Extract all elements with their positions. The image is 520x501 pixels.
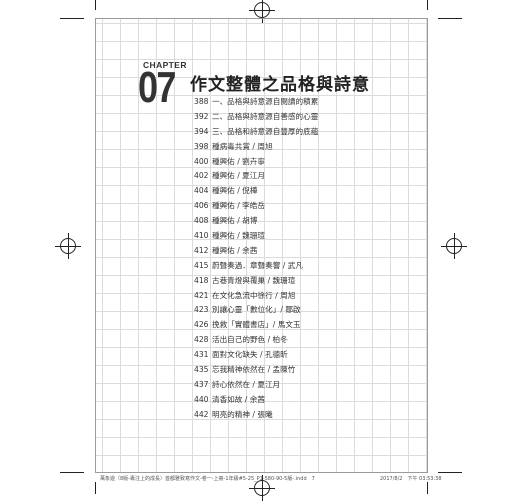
toc-page: 431 — [194, 350, 209, 360]
crop-mark — [95, 482, 96, 494]
crop-mark — [427, 0, 428, 10]
toc-title: 種興佑 / 余茜 — [212, 245, 258, 255]
toc-title: 在文化急流中徐行 / 周旭 — [212, 290, 296, 300]
crop-mark — [438, 472, 462, 473]
registration-mark — [249, 0, 275, 23]
toc-page: 392 — [194, 111, 209, 121]
toc-page: 423 — [194, 305, 209, 315]
toc-page: 415 — [194, 260, 209, 270]
print-slug-left: 萬象遊（8版-專注上的成長）首都雅致寫作文-卷一-上冊-1年級#5-25_P1-… — [100, 476, 315, 482]
toc-page: 440 — [194, 394, 209, 404]
registration-mark — [249, 475, 275, 501]
toc-page: 398 — [194, 141, 209, 151]
chapter-number: 07 — [138, 63, 176, 112]
crop-mark — [95, 0, 96, 10]
crop-mark — [60, 472, 84, 473]
toc-title: 挽救「實體書店」/ 馬文玉 — [212, 320, 301, 330]
toc-page: 442 — [194, 409, 209, 419]
chapter-title: 作文整體之品格與詩意 — [190, 75, 370, 95]
registration-mark — [441, 233, 467, 259]
toc-page: 426 — [194, 320, 209, 330]
toc-title: 一、品格與詩意源自閱讀的積累 — [212, 97, 319, 106]
toc-page: 394 — [194, 126, 209, 136]
registration-mark — [55, 233, 81, 259]
toc-title: 種興佑 / 魏珊瑄 — [212, 231, 265, 241]
toc-title: 忘我精神依然在 / 孟陳竹 — [212, 365, 296, 375]
toc-title: 清香如故 / 余茜 — [212, 394, 265, 404]
crop-mark — [438, 18, 462, 19]
toc-page: 410 — [194, 231, 209, 241]
toc-page: 388 — [194, 97, 209, 106]
grid-page — [95, 18, 428, 473]
crop-mark — [427, 482, 428, 494]
toc-page: 400 — [194, 156, 209, 166]
toc-page: 428 — [194, 335, 209, 345]
toc-title: 種興佑 / 胡博 — [212, 216, 258, 226]
toc-title: 種興佑 / 李皓岳 — [212, 201, 265, 211]
toc-page: 412 — [194, 245, 209, 255]
toc-page: 421 — [194, 290, 209, 300]
toc-title: 種病毒共賞 / 周旭 — [212, 141, 273, 151]
toc-title: 活出自己的野色 / 柏冬 — [212, 335, 288, 345]
toc-page: 404 — [194, 186, 209, 196]
toc-title: 種興佑 / 夏江月 — [212, 171, 265, 181]
toc-page: 406 — [194, 201, 209, 211]
crop-mark — [60, 18, 84, 19]
toc-page: 408 — [194, 216, 209, 226]
toc-page: 418 — [194, 275, 209, 285]
toc-title: 二、品格與詩意源自善感的心靈 — [212, 111, 319, 121]
toc-title: 三、品格和詩意源自豐厚的底蘊 — [212, 126, 319, 136]
toc-page: 402 — [194, 171, 209, 181]
toc-title: 種興佑 / 劉卉寧 — [212, 156, 265, 166]
toc-title: 明亮的精神 / 張曦 — [212, 409, 273, 419]
toc-title: 詩心依然在 / 夏江月 — [212, 379, 281, 389]
toc-title: 面對文化缺失 / 孔德昕 — [212, 350, 288, 360]
print-slug-right: 2017/8/2 下午 03:53:38 — [380, 476, 442, 482]
toc-title: 蔚聲奏過．章聲奏響 / 武凡 — [212, 260, 303, 270]
toc-title: 種興佑 / 倪樺 — [212, 186, 258, 196]
toc-page: 435 — [194, 365, 209, 375]
toc-title: 別讓心靈「數位化」/ 鄒啟 — [212, 305, 301, 315]
toc-page: 437 — [194, 379, 209, 389]
chapter-label: CHAPTER — [143, 60, 187, 70]
toc-title: 古巷青燈與覆巢 / 魏珊瑄 — [212, 275, 296, 285]
